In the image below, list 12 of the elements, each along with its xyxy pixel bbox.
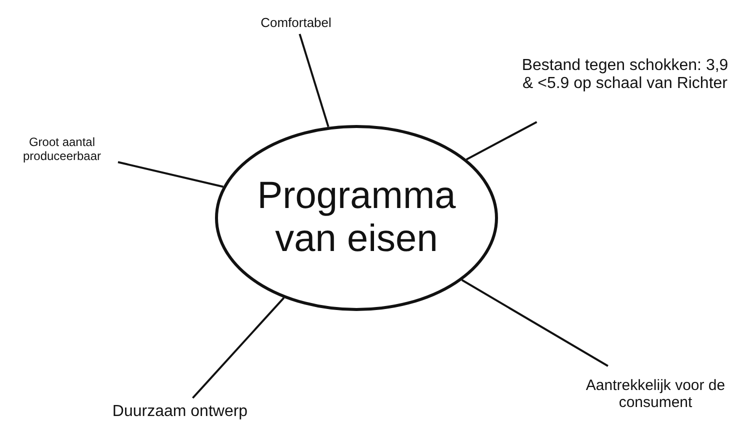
connector-line: [461, 279, 608, 367]
connector-line: [118, 161, 224, 188]
requirement-text: Aantrekkelijk voor de consument: [584, 377, 726, 411]
requirement-text: Duurzaam ontwerp: [112, 403, 248, 421]
connector-line: [192, 297, 285, 399]
central-oval: [215, 125, 498, 311]
connector-line: [466, 121, 538, 160]
requirement-text: Comfortabel: [260, 14, 332, 30]
requirement-text: Bestand tegen schokken: 3,9 & <5.9 op schaal van Richter: [520, 57, 730, 93]
central-topic: Programma van eisen: [256, 175, 456, 261]
requirement-text: Groot aantal produceerbaar: [22, 135, 102, 163]
connector-line: [298, 34, 330, 128]
